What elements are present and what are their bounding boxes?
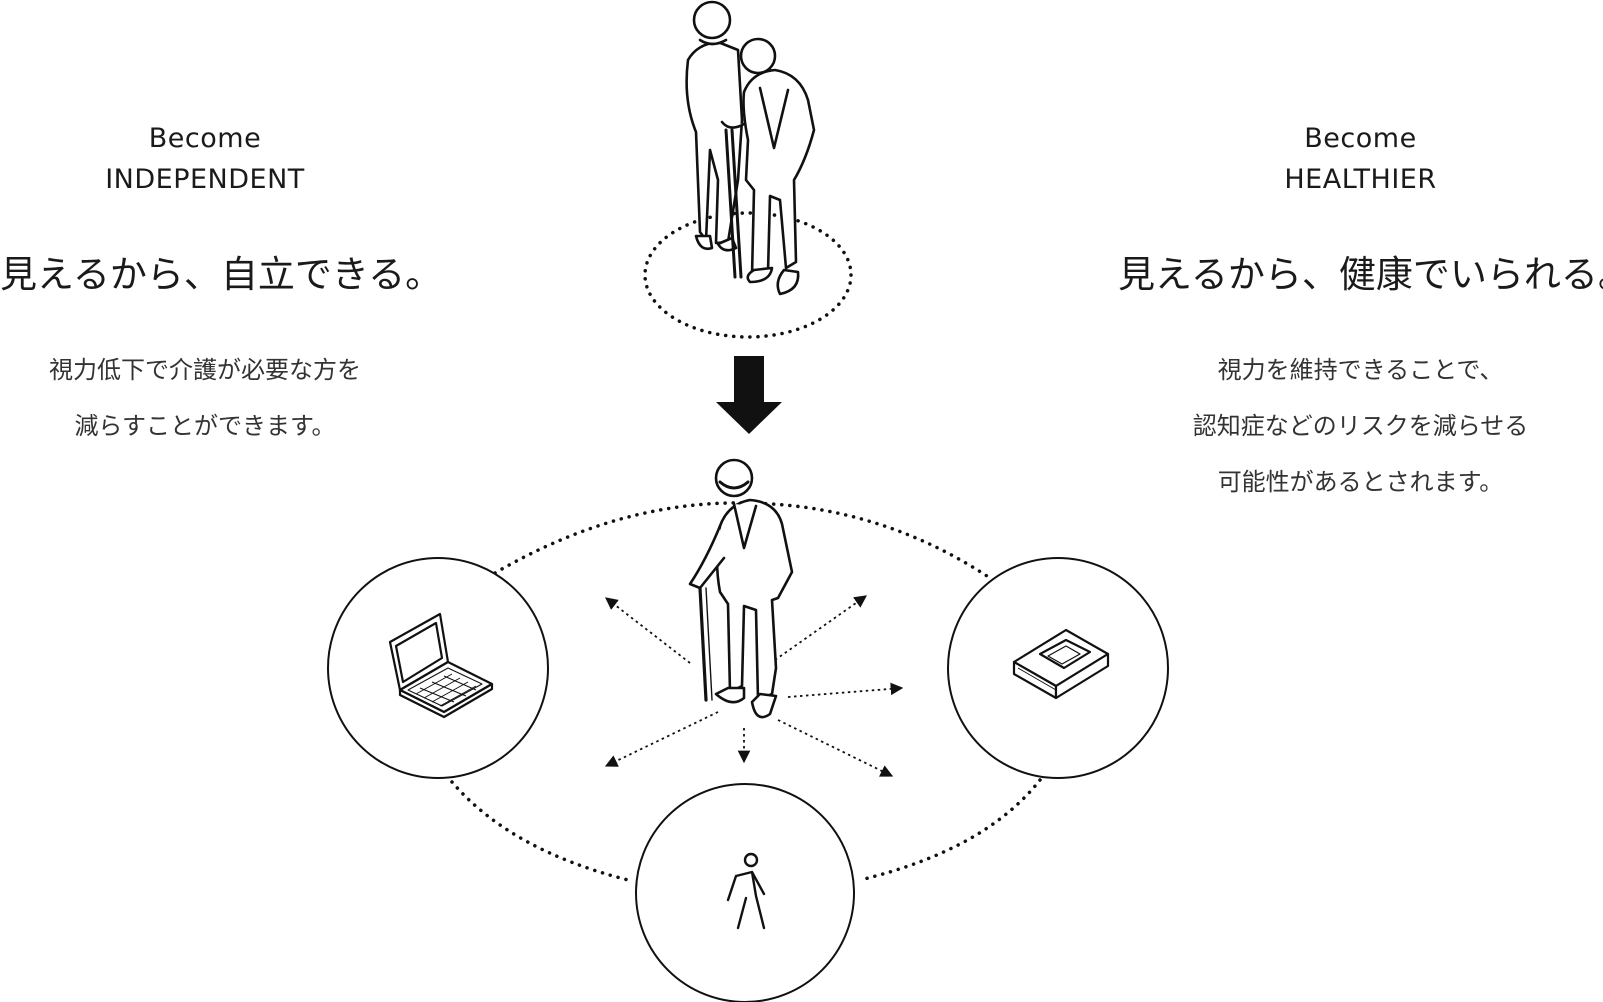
body-line: 認知症などのリスクを減らせる xyxy=(1192,412,1529,440)
body-line: 可能性があるとされます。 xyxy=(1217,468,1504,496)
body-line: 視力を維持できることで、 xyxy=(1217,356,1504,384)
walking-person-icon xyxy=(726,852,766,930)
healthier-body: 視力を維持できることで、 認知症などのリスクを減らせる 可能性があるとされます。 xyxy=(1118,342,1603,510)
elder-with-cane-icon xyxy=(688,458,794,719)
become-healthier-label: Become HEALTHIER xyxy=(1118,118,1603,200)
independent-headline: 見えるから、自立できる。 xyxy=(0,253,443,296)
become-word: Become xyxy=(1304,123,1417,154)
become-independent-label: Become INDEPENDENT xyxy=(0,118,410,200)
walking-activity-circle xyxy=(635,783,855,1002)
caregiver-helping-elder-icon xyxy=(685,0,816,296)
laptop-icon xyxy=(388,612,494,719)
independent-body: 視力低下で介護が必要な方を 減らすことができます。 xyxy=(0,342,410,454)
book-icon xyxy=(1012,628,1110,700)
become-word: Become xyxy=(148,123,262,154)
radiating-arrows xyxy=(604,595,904,777)
body-line: 視力低下で介護が必要な方を xyxy=(49,356,361,384)
healthier-word: HEALTHIER xyxy=(1284,164,1437,195)
down-arrow-icon xyxy=(716,356,782,434)
healthier-headline: 見えるから、健康でいられる。 xyxy=(1118,253,1603,296)
body-line: 減らすことができます。 xyxy=(74,412,336,440)
independent-word: INDEPENDENT xyxy=(105,164,305,195)
book-activity-circle xyxy=(947,557,1169,779)
laptop-activity-circle xyxy=(327,557,549,779)
top-base-ring xyxy=(643,211,853,339)
